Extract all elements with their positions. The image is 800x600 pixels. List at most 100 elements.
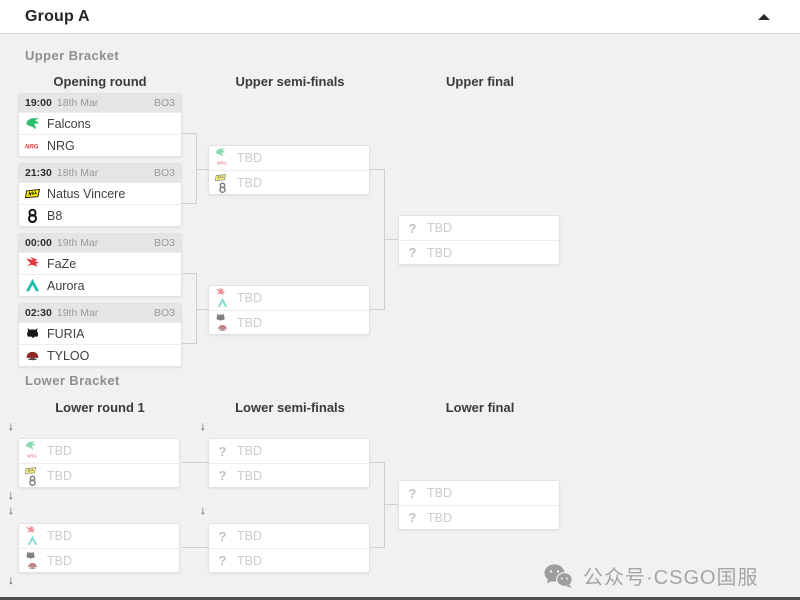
team-row: NRG TBD <box>209 146 369 170</box>
team-row: ? TBD <box>399 505 559 529</box>
connector-line <box>182 133 196 134</box>
match-card-lower-final[interactable]: ? TBD ? TBD <box>398 480 560 530</box>
falcons-logo-icon <box>215 147 226 158</box>
wechat-icon <box>544 563 573 588</box>
faze-logo-icon <box>215 287 226 298</box>
connector-line <box>384 239 398 240</box>
team-row: Falcons <box>19 112 181 134</box>
tbd-slot: TBD <box>237 468 262 483</box>
match-date: 19th Mar <box>56 307 99 319</box>
team-row: ? TBD <box>399 216 559 240</box>
loser-drop-arrow-icon: ↓ <box>8 503 14 517</box>
faze-logo-icon <box>25 256 40 271</box>
b8-logo-icon <box>25 208 40 223</box>
team-row: TBD <box>209 170 369 194</box>
column-header-upper-semi-finals: Upper semi-finals <box>235 74 345 89</box>
match-card-opening-1[interactable]: 19:00 18th Mar BO3 Falcons NRG NRG <box>18 93 182 157</box>
watermark: 公众号·CSGO国服 <box>543 561 759 590</box>
falcons-logo-icon <box>25 116 40 131</box>
connector-line <box>182 273 196 274</box>
team-row: Aurora <box>19 274 181 296</box>
team-row: ? TBD <box>399 240 559 264</box>
possible-teams-furia-tyloo <box>215 312 232 334</box>
team-row: TBD <box>19 524 179 548</box>
tbd-slot: TBD <box>237 553 262 568</box>
column-header-upper-final: Upper final <box>446 74 514 89</box>
tbd-slot: TBD <box>427 221 452 235</box>
question-mark-icon: ? <box>218 528 227 544</box>
match-header: 19:00 18th Mar BO3 <box>19 94 181 112</box>
team-name: FaZe <box>47 256 77 271</box>
match-header: 02:30 19th Mar BO3 <box>19 304 181 322</box>
furia-logo-icon <box>25 550 36 561</box>
svg-text:NRG: NRG <box>25 144 39 150</box>
collapse-caret-icon[interactable] <box>758 13 770 20</box>
team-row: ? TBD <box>209 548 369 572</box>
connector-line <box>196 309 208 310</box>
watermark-text: 公众号·CSGO国服 <box>583 567 759 589</box>
match-card-lower-round1-1[interactable]: NRG TBD TBD <box>18 438 180 488</box>
connector-line <box>370 547 384 548</box>
possible-teams-falcons-nrg: NRG <box>215 147 232 169</box>
b8-logo-icon <box>217 182 228 193</box>
possible-teams-navi-b8 <box>24 465 42 487</box>
team-name: Falcons <box>47 116 91 131</box>
tbd-slot: TBD <box>47 444 72 458</box>
faze-logo-icon <box>25 525 36 536</box>
loser-drop-arrow-icon: ↓ <box>8 419 14 433</box>
team-row: TBD <box>19 548 179 572</box>
natus-vincere-logo-icon <box>214 172 227 183</box>
connector-line <box>196 133 197 204</box>
team-row: TBD <box>209 310 369 334</box>
match-time: 02:30 <box>25 307 52 319</box>
match-card-lower-round1-2[interactable]: TBD TBD <box>18 523 180 573</box>
match-card-opening-4[interactable]: 02:30 19th Mar BO3 FURIA TYLOO <box>18 303 182 367</box>
possible-teams-falcons-nrg: NRG <box>25 440 42 462</box>
match-time: 19:00 <box>25 97 52 109</box>
nrg-logo-icon: NRG <box>27 450 38 461</box>
aurora-logo-icon <box>217 297 228 308</box>
team-row: NRG TBD <box>19 439 179 463</box>
match-card-opening-3[interactable]: 00:00 19th Mar BO3 FaZe Aurora <box>18 233 182 297</box>
group-title: Group A <box>25 7 90 25</box>
loser-drop-arrow-icon: ↓ <box>8 488 14 502</box>
connector-line <box>196 169 208 170</box>
connector-line <box>182 343 196 344</box>
tbd-slot: TBD <box>427 486 452 500</box>
column-header-lower-final: Lower final <box>445 400 515 415</box>
match-card-upper-final[interactable]: ? TBD ? TBD <box>398 215 560 265</box>
team-row: ? TBD <box>399 481 559 505</box>
match-card-upper-semi-1[interactable]: NRG TBD TBD <box>208 145 370 195</box>
possible-teams-faze-aurora <box>25 525 42 547</box>
question-mark-icon: ? <box>218 553 227 568</box>
match-card-lower-semi-2[interactable]: ? TBD ? TBD <box>208 523 370 573</box>
team-row: TYLOO <box>19 344 181 366</box>
team-row: FaZe <box>19 252 181 274</box>
question-mark-icon: ? <box>218 468 227 483</box>
possible-teams-furia-tyloo <box>25 550 42 572</box>
loser-drop-arrow-icon: ↓ <box>8 573 14 587</box>
possible-teams-faze-aurora <box>215 287 232 309</box>
connector-line <box>196 273 197 344</box>
question-mark-icon: ? <box>408 245 417 260</box>
tbd-slot: TBD <box>427 510 452 525</box>
tbd-slot: TBD <box>427 245 452 260</box>
match-card-lower-semi-1[interactable]: ? TBD ? TBD <box>208 438 370 488</box>
match-date: 18th Mar <box>56 97 99 109</box>
match-header: 00:00 19th Mar BO3 <box>19 234 181 252</box>
team-row: Natus Vincere <box>19 182 181 204</box>
loser-drop-arrow-icon: ↓ <box>200 503 206 517</box>
group-header-bar[interactable]: Group A <box>0 0 800 34</box>
match-card-opening-2[interactable]: 21:30 18th Mar BO3 Natus Vincere B8 <box>18 163 182 227</box>
team-name: B8 <box>47 208 63 223</box>
tbd-slot: TBD <box>237 315 262 330</box>
furia-logo-icon <box>25 326 40 341</box>
connector-line <box>370 309 384 310</box>
match-format: BO3 <box>153 167 175 179</box>
match-card-upper-semi-2[interactable]: TBD TBD <box>208 285 370 335</box>
falcons-logo-icon <box>25 440 36 451</box>
aurora-logo-icon <box>25 278 40 293</box>
match-format: BO3 <box>153 307 175 319</box>
connector-line <box>370 462 384 463</box>
tyloo-logo-icon <box>217 322 228 333</box>
